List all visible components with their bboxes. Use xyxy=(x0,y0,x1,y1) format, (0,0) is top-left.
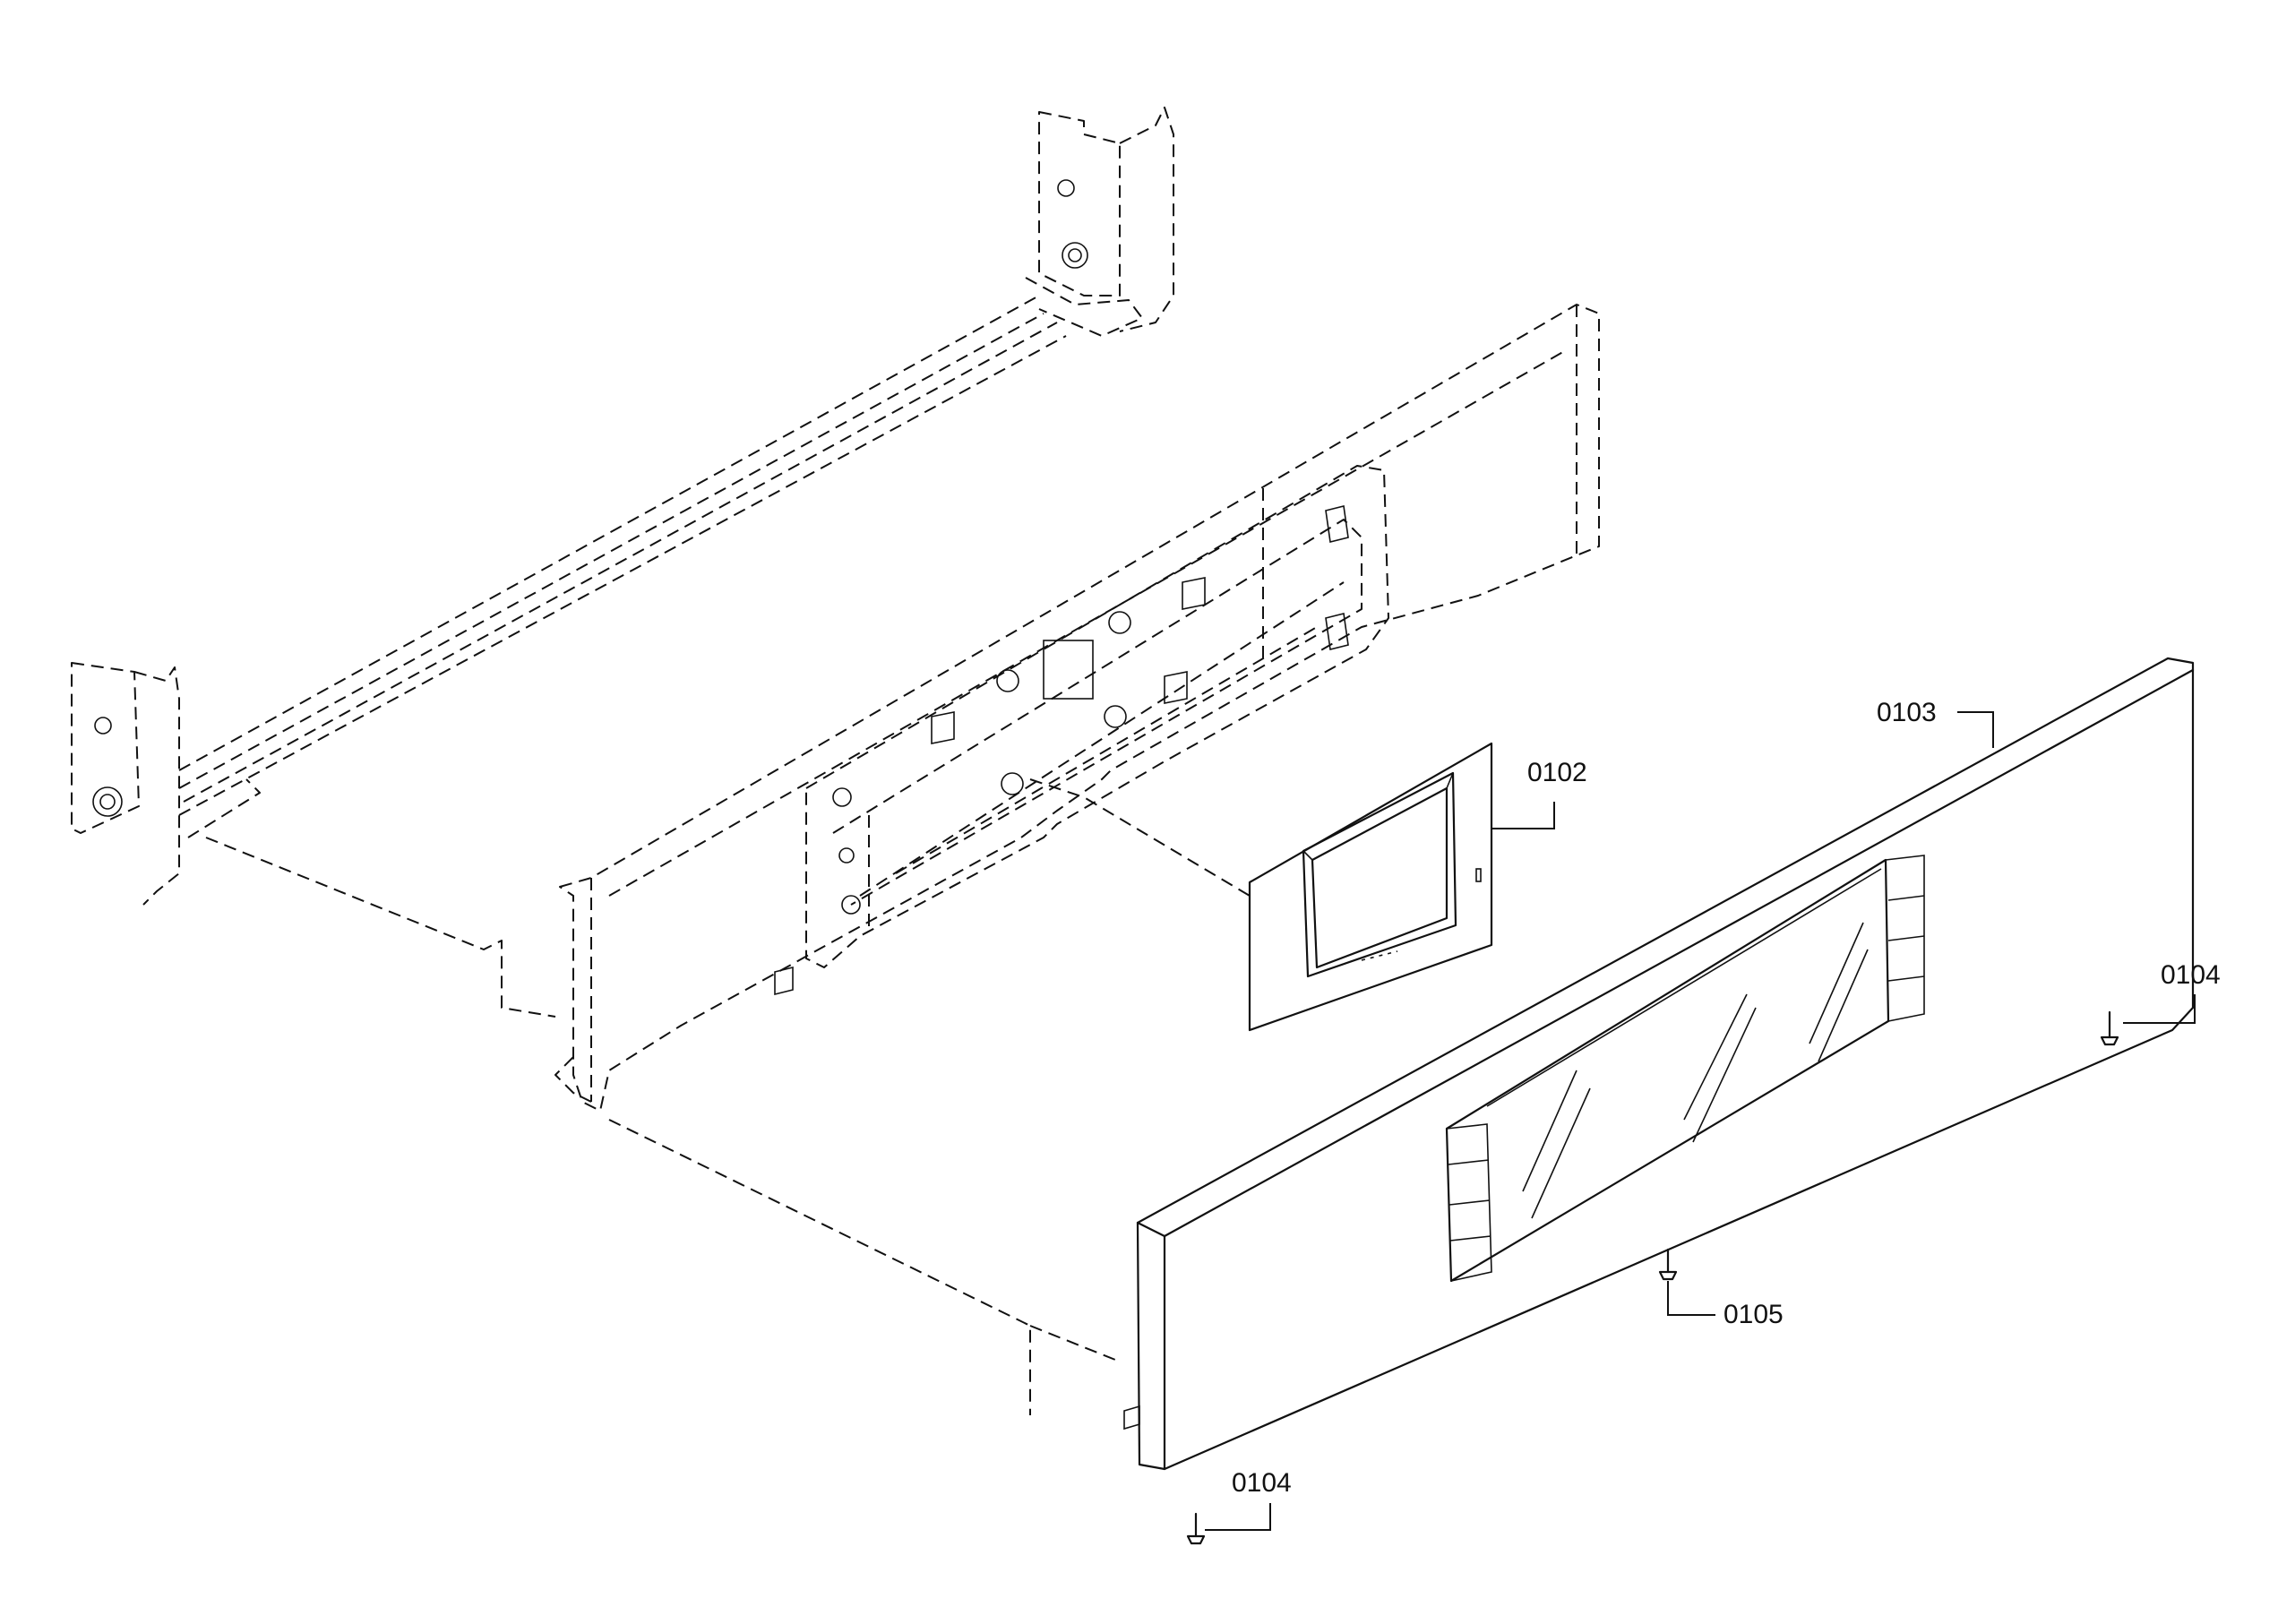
frame-rails xyxy=(71,107,1174,1415)
screws xyxy=(1186,1010,2119,1545)
screw-0104-right xyxy=(2100,1010,2119,1046)
label-0103: 0103 xyxy=(1877,698,1937,727)
screw-0104-bottom xyxy=(1186,1512,1206,1545)
leader-lines xyxy=(1205,711,2196,1531)
label-0104-bottom: 0104 xyxy=(1232,1468,1292,1498)
control-housing xyxy=(554,304,1600,1112)
label-0104-right: 0104 xyxy=(2161,960,2221,990)
part-labels: 0102 0103 0104 0105 0104 xyxy=(1232,698,2221,1498)
label-0105: 0105 xyxy=(1724,1300,1784,1329)
front-panel xyxy=(1123,657,2195,1471)
screw-0105 xyxy=(1658,1248,1678,1281)
label-0102: 0102 xyxy=(1527,758,1587,787)
display-module xyxy=(1029,742,1493,1032)
